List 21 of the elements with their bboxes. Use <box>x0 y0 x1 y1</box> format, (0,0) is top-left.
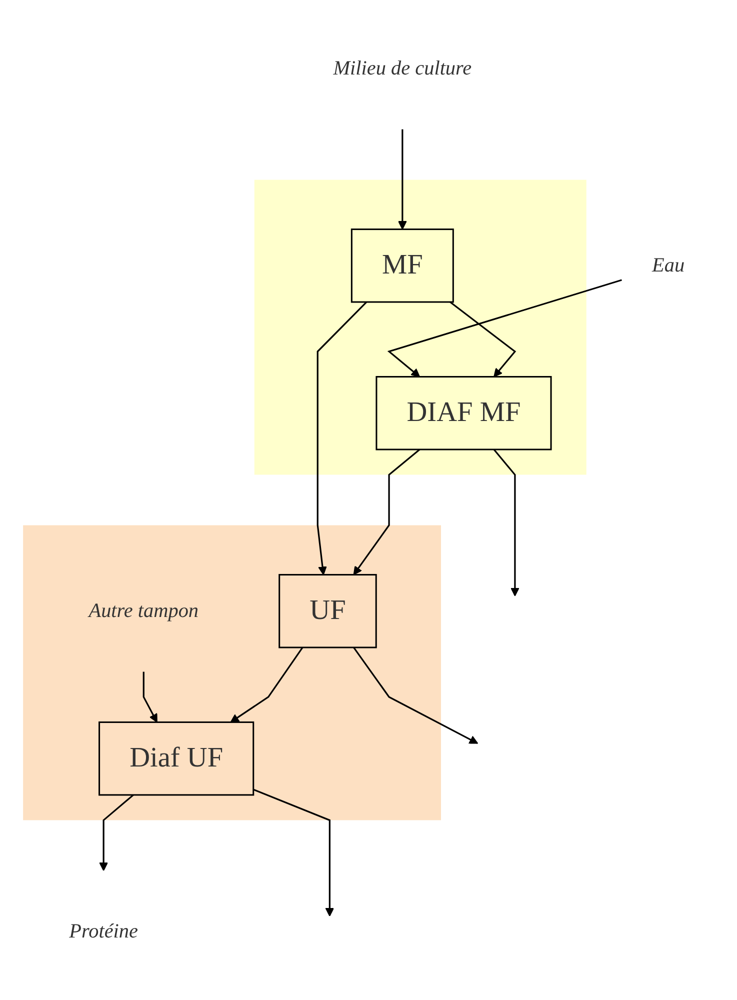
arrow <box>142 672 157 723</box>
arrow <box>252 788 334 917</box>
arrow <box>352 647 478 744</box>
node-box: DIAF MF <box>375 376 552 450</box>
arrow <box>386 279 622 378</box>
node-box: Diaf UF <box>98 721 254 796</box>
node-text: Protéine <box>68 920 138 942</box>
arrow <box>230 647 303 723</box>
node-text: Eau <box>652 254 684 277</box>
arrow <box>316 301 367 576</box>
arrow <box>449 301 516 378</box>
node-box: UF <box>278 574 376 648</box>
arrow <box>398 129 406 230</box>
arrow <box>352 448 420 576</box>
arrow <box>98 794 134 872</box>
node-box: MF <box>350 228 454 303</box>
node-text: Autre tampon <box>88 600 198 622</box>
node-text: Milieu de culture <box>332 58 472 80</box>
cluster <box>22 525 441 820</box>
cluster <box>254 180 586 475</box>
arrow <box>492 448 519 596</box>
